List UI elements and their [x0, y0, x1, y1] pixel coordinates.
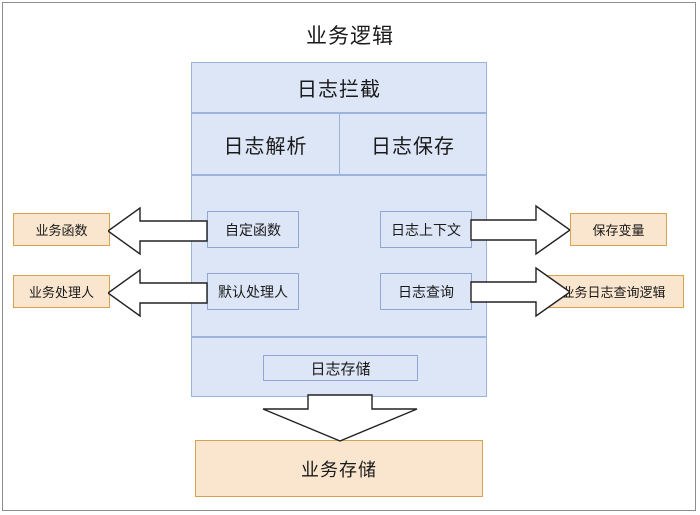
log-parse-label: 日志解析 [223, 135, 308, 158]
box-business-log-query-logic-label: 业务日志查询逻辑 [561, 285, 666, 300]
arrow-right-icon-log-context-to-save-variable [470, 204, 570, 256]
box-save-variable[interactable]: 保存变量 [570, 213, 667, 246]
log-intercept-label: 日志拦截 [297, 79, 381, 101]
box-business-handler-label: 业务处理人 [28, 285, 94, 300]
log-save-label: 日志保存 [371, 135, 455, 158]
box-log-context-label: 日志上下文 [391, 221, 461, 238]
log-save-cell[interactable]: 日志保存 [339, 114, 486, 174]
log-parse-cell[interactable]: 日志解析 [192, 114, 339, 174]
box-business-storage-label: 业务存储 [301, 459, 377, 480]
arrow-left-icon-default-handler-to-business-handler [108, 268, 208, 318]
box-business-function[interactable]: 业务函数 [13, 213, 110, 246]
box-log-query[interactable]: 日志查询 [380, 273, 472, 310]
box-business-function-label: 业务函数 [35, 223, 88, 238]
box-log-storage[interactable]: 日志存储 [263, 355, 418, 381]
arrow-right-icon-log-query-to-business-log-query-logic [470, 266, 570, 318]
box-business-storage[interactable]: 业务存储 [195, 440, 483, 497]
middle-zone [191, 175, 487, 337]
box-custom-function-label: 自定函数 [225, 221, 281, 238]
parse-save-row: 日志解析 日志保存 [191, 113, 487, 175]
box-business-handler[interactable]: 业务处理人 [13, 275, 110, 308]
box-custom-function[interactable]: 自定函数 [207, 211, 299, 248]
box-log-query-label: 日志查询 [398, 283, 454, 300]
arrow-left-icon-custom-function-to-business-function [108, 206, 208, 256]
box-save-variable-label: 保存变量 [592, 223, 645, 238]
page-title: 业务逻辑 [306, 25, 394, 48]
box-default-handler[interactable]: 默认处理人 [207, 273, 299, 310]
arrow-down-icon-log-storage-to-business-storage [262, 394, 418, 442]
box-log-storage-label: 日志存储 [310, 360, 371, 378]
box-log-context[interactable]: 日志上下文 [380, 211, 472, 248]
log-intercept-panel[interactable]: 日志拦截 [191, 62, 487, 113]
box-default-handler-label: 默认处理人 [218, 283, 288, 300]
